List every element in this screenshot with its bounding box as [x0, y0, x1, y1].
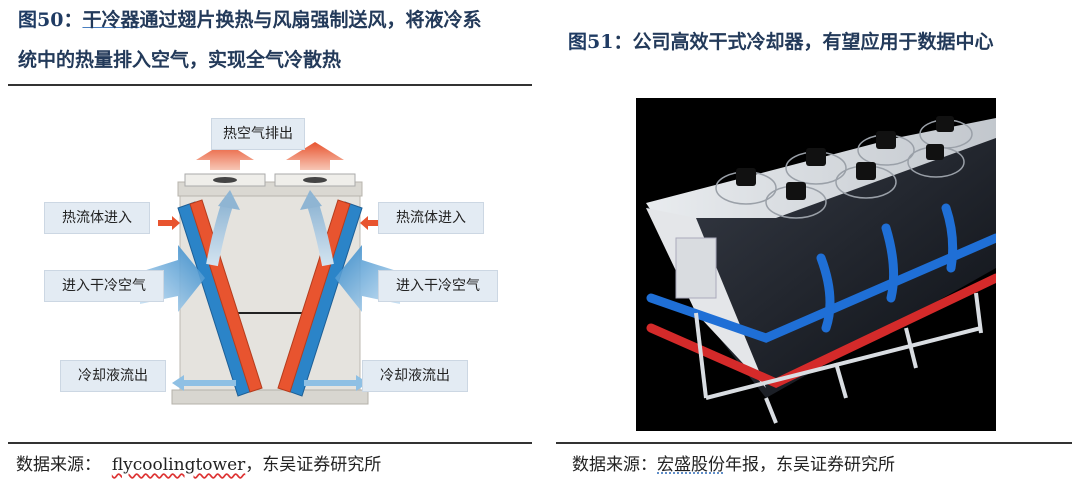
- bottom-rule: [556, 442, 1072, 444]
- top-rule: [8, 84, 532, 86]
- label-hot-fluid-in-right: 热流体进入: [378, 202, 484, 234]
- left-coil: [177, 199, 263, 397]
- internal-airflow-left-head: [218, 190, 240, 210]
- label-hot-air-out: 热空气排出: [211, 118, 305, 150]
- source-suffix: 年报，东吴证券研究所: [725, 455, 895, 475]
- dry-cooler-diagram: 热空气排出 热流体进入 热流体进入 进入干冷空气 进入干冷空气 冷却液流出 冷却…: [0, 90, 540, 440]
- figure-50-number: 图50: [18, 9, 64, 31]
- figure-50-source: 数据来源： flycoolingtower，东吴证券研究所: [16, 450, 381, 475]
- right-figure-panel: 图51：公司高效干式冷却器，有望应用于数据中心: [556, 0, 1080, 494]
- source-company: 宏盛股份: [657, 455, 725, 475]
- fan-unit-left: [184, 173, 266, 187]
- label-dry-air-in-right: 进入干冷空气: [378, 270, 498, 302]
- hot-air-arrow-left: [196, 142, 254, 170]
- source-prefix: 数据来源：: [572, 455, 657, 475]
- source-prefix: 数据来源：: [16, 455, 112, 475]
- label-cold-fluid-out-left: 冷却液流出: [60, 360, 166, 392]
- label-hot-fluid-in-left: 热流体进入: [44, 202, 150, 234]
- source-suffix: ，东吴证券研究所: [245, 455, 382, 475]
- fan-unit-right: [274, 173, 356, 187]
- dry-cooler-illustration: [646, 116, 1001, 424]
- hot-air-arrow-right: [286, 142, 344, 170]
- label-dry-air-in-left: 进入干冷空气: [44, 270, 164, 302]
- hot-fluid-arrow-right: [360, 216, 382, 230]
- cold-fluid-arrow-right: [304, 375, 368, 391]
- figure-51-title: 图51：公司高效干式冷却器，有望应用于数据中心: [568, 22, 1070, 62]
- figure-51-title-text: 公司高效干式冷却器，有望应用于数据中心: [632, 31, 994, 53]
- title-line1-rest: 通过翅片换热与风扇强制送风，将液冷系: [139, 9, 482, 31]
- right-coil: [277, 199, 363, 397]
- title-colon: ：: [613, 31, 633, 53]
- title-line2: 统中的热量排入空气，实现全气冷散热: [18, 49, 342, 71]
- dry-cooler-schematic: [140, 142, 400, 405]
- title-colon: ：: [63, 9, 83, 31]
- dry-cooler-product-photo: [636, 98, 1001, 431]
- figure-51-source: 数据来源：宏盛股份年报，东吴证券研究所: [572, 450, 895, 475]
- left-figure-panel: 图50：干冷器通过翅片换热与风扇强制送风，将液冷系 统中的热量排入空气，实现全气…: [0, 0, 540, 475]
- source-link: flycoolingtower: [111, 455, 246, 475]
- cold-fluid-arrow-left: [172, 375, 236, 391]
- figure-50-title: 图50：干冷器通过翅片换热与风扇强制送风，将液冷系 统中的热量排入空气，实现全气…: [18, 0, 530, 80]
- label-cold-fluid-out-right: 冷却液流出: [362, 360, 468, 392]
- internal-airflow-right-head: [300, 190, 322, 210]
- bottom-rule: [8, 442, 532, 444]
- dry-cooler-term: 干冷器: [82, 9, 140, 31]
- hot-fluid-arrow-left: [158, 216, 180, 230]
- figure-51-number: 图51: [568, 31, 614, 53]
